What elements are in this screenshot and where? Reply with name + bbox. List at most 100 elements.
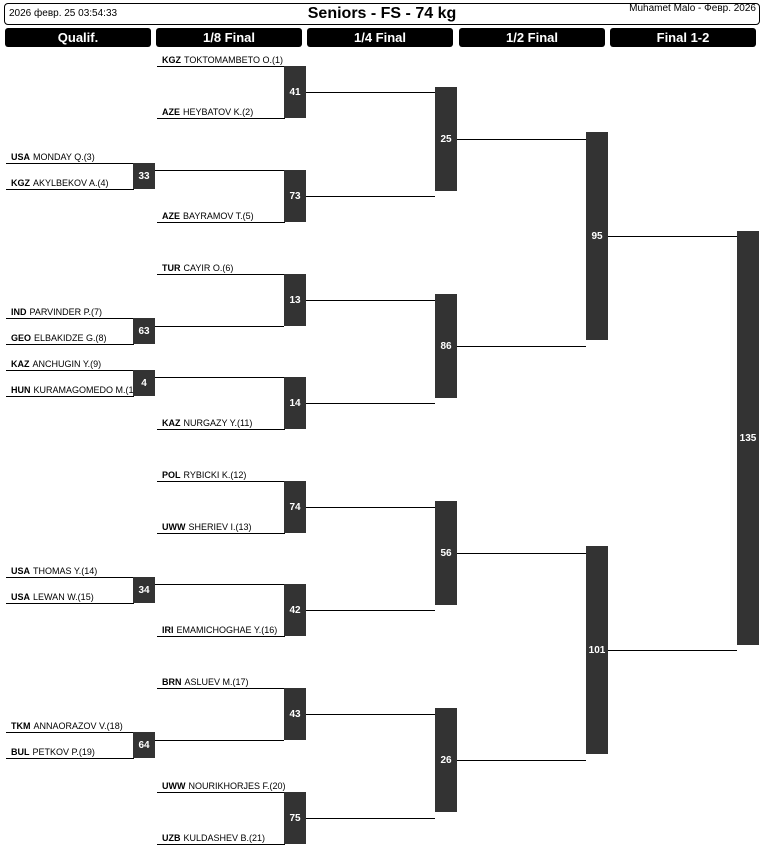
bout-number[interactable]: 101 — [586, 546, 608, 754]
round-header-semi: 1/2 Final — [459, 28, 605, 47]
country-code: TUR — [162, 263, 181, 273]
bracket-line — [157, 66, 285, 67]
bracket-line — [157, 688, 285, 689]
athlete-label: ANNAORAZOV V.(18) — [33, 721, 123, 731]
country-code: USA — [11, 566, 31, 576]
athlete-label: KULDASHEV B.(21) — [183, 833, 266, 843]
bracket-line — [457, 760, 586, 761]
athlete-label: RYBICKI K.(12) — [183, 470, 247, 480]
country-code: UWW — [162, 522, 186, 532]
country-code: IND — [11, 307, 27, 317]
bracket-line — [608, 236, 737, 237]
country-code: AZE — [162, 211, 180, 221]
country-code: KAZ — [11, 359, 30, 369]
athlete-label: HEYBATOV K.(2) — [183, 107, 254, 117]
bout-number[interactable]: 43 — [284, 688, 306, 740]
bracket-line — [157, 429, 285, 430]
bout-number[interactable]: 75 — [284, 792, 306, 844]
country-code: KAZ — [162, 418, 181, 428]
bout-number[interactable]: 14 — [284, 377, 306, 429]
athlete-label: THOMAS Y.(14) — [33, 566, 98, 576]
bout-number[interactable]: 135 — [737, 231, 759, 645]
bracket-line — [306, 300, 435, 301]
bracket-line — [6, 603, 134, 604]
athlete-label: KURAMAGOMEDO M.(10) — [33, 385, 135, 395]
bracket-line — [6, 163, 134, 164]
bout-number[interactable]: 86 — [435, 294, 457, 398]
country-code: AZE — [162, 107, 180, 117]
bout-number[interactable]: 95 — [586, 132, 608, 340]
round-header-quarter: 1/4 Final — [307, 28, 453, 47]
bracket-line — [306, 403, 435, 404]
athlete-label: ANCHUGIN Y.(9) — [32, 359, 102, 369]
country-code: POL — [162, 470, 181, 480]
bout-number[interactable]: 73 — [284, 170, 306, 222]
athlete-label: PETKOV P.(19) — [32, 747, 95, 757]
bracket-line — [6, 732, 134, 733]
bracket-line — [155, 170, 284, 171]
athlete-label: EMAMICHOGHAE Y.(16) — [176, 625, 278, 635]
bracket-line — [6, 344, 134, 345]
athlete-label: AKYLBEKOV A.(4) — [33, 178, 109, 188]
country-code: IRI — [162, 625, 174, 635]
bracket-line — [6, 318, 134, 319]
athlete-label: SHERIEV I.(13) — [188, 522, 252, 532]
bracket-line — [608, 650, 737, 651]
bout-number[interactable]: 33 — [133, 163, 155, 189]
bracket-line — [306, 610, 435, 611]
bracket-line — [157, 636, 285, 637]
bracket-line — [157, 222, 285, 223]
bout-number[interactable]: 63 — [133, 318, 155, 344]
athlete-label: BAYRAMOV T.(5) — [183, 211, 254, 221]
bout-number[interactable]: 56 — [435, 501, 457, 605]
bracket-line — [155, 326, 284, 327]
country-code: UZB — [162, 833, 181, 843]
country-code: UWW — [162, 781, 186, 791]
bracket-line — [157, 274, 285, 275]
country-code: TKM — [11, 721, 31, 731]
bout-number[interactable]: 34 — [133, 577, 155, 603]
bout-number[interactable]: 26 — [435, 708, 457, 812]
bout-number[interactable]: 74 — [284, 481, 306, 533]
bracket-line — [157, 844, 285, 845]
athlete-label: MONDAY Q.(3) — [33, 152, 95, 162]
bout-number[interactable]: 13 — [284, 274, 306, 326]
athlete-label: ELBAKIDZE G.(8) — [34, 333, 107, 343]
country-code: HUN — [11, 385, 31, 395]
bout-number[interactable]: 4 — [133, 370, 155, 396]
bracket-line — [155, 584, 284, 585]
bracket-line — [155, 740, 284, 741]
bracket-line — [457, 139, 586, 140]
athlete-label: CAYIR O.(6) — [183, 263, 234, 273]
bracket-line — [6, 577, 134, 578]
bout-number[interactable]: 41 — [284, 66, 306, 118]
header-bar: 2026 февр. 25 03:54:33 Seniors - FS - 74… — [4, 3, 760, 25]
bout-number[interactable]: 25 — [435, 87, 457, 191]
bracket-line — [6, 758, 134, 759]
bout-number[interactable]: 42 — [284, 584, 306, 636]
bracket-line — [306, 92, 435, 93]
athlete-label: LEWAN W.(15) — [33, 592, 94, 602]
bout-number[interactable]: 64 — [133, 732, 155, 758]
